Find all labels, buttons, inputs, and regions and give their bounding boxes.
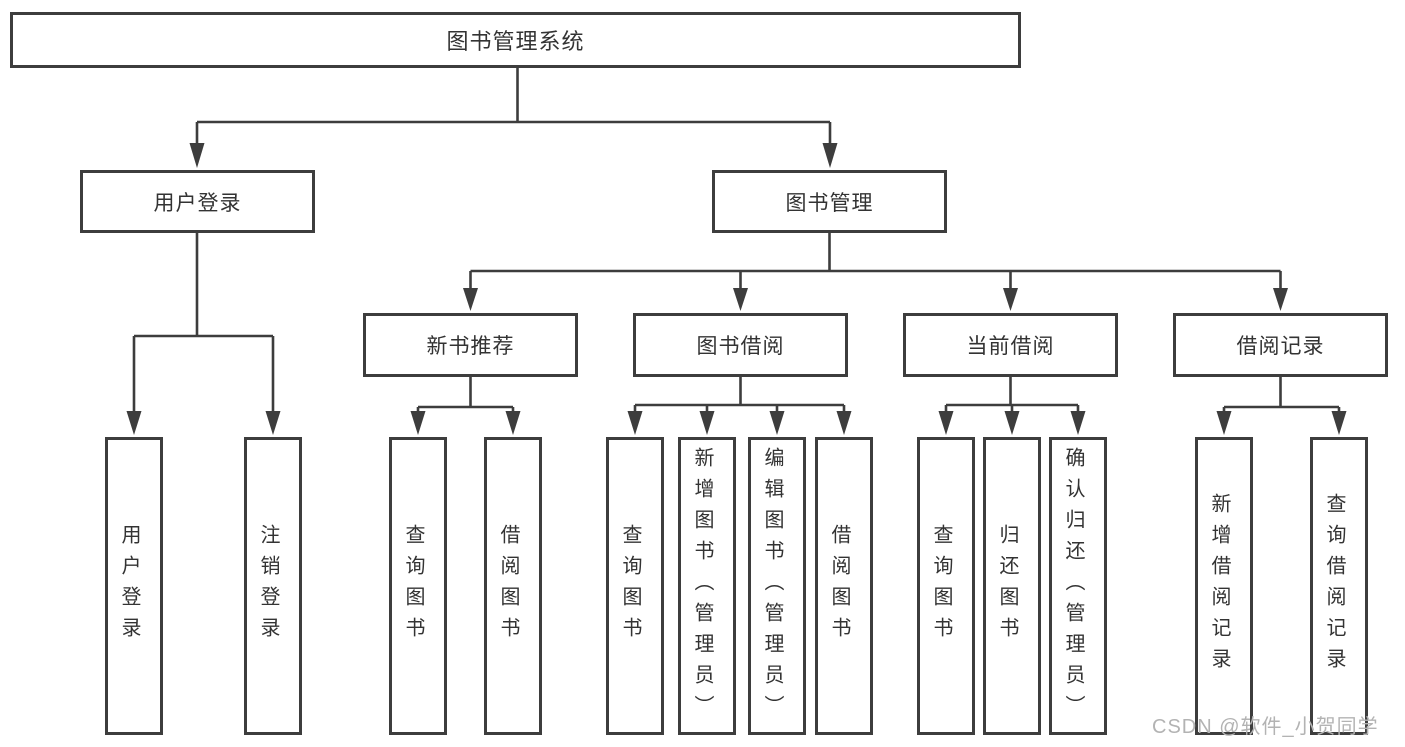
leaf-label: 查询借阅记录 xyxy=(1323,493,1345,679)
leaf-borrow-books-recommend: 借阅图书 xyxy=(484,437,542,735)
leaf-add-books-admin: 新增图书（管理员） xyxy=(678,437,736,735)
leaf-label: 注销登录 xyxy=(257,524,279,648)
leaf-label: 新增图书（管理员） xyxy=(691,446,713,726)
leaf-label: 用户登录 xyxy=(118,524,140,648)
leaf-add-borrow-record: 新增借阅记录 xyxy=(1195,437,1253,735)
leaf-user-login: 用户登录 xyxy=(105,437,163,735)
node-root-system: 图书管理系统 xyxy=(10,12,1021,68)
leaf-query-borrow-record: 查询借阅记录 xyxy=(1310,437,1368,735)
node-label: 借阅记录 xyxy=(1236,335,1325,358)
node-new-book-recommend: 新书推荐 xyxy=(363,313,578,377)
node-borrow-records: 借阅记录 xyxy=(1173,313,1388,377)
node-user-login: 用户登录 xyxy=(80,170,315,233)
leaf-label: 确认归还（管理员） xyxy=(1062,446,1084,726)
leaf-label: 查询图书 xyxy=(619,524,641,648)
leaf-query-books-current: 查询图书 xyxy=(917,437,975,735)
node-book-borrowing: 图书借阅 xyxy=(633,313,848,377)
node-label: 图书借阅 xyxy=(696,335,785,358)
node-current-borrowing: 当前借阅 xyxy=(903,313,1118,377)
leaf-label: 查询图书 xyxy=(402,524,424,648)
node-label: 图书管理系统 xyxy=(446,29,585,54)
leaf-logout: 注销登录 xyxy=(244,437,302,735)
leaf-return-books: 归还图书 xyxy=(983,437,1041,735)
leaf-borrow-books-borrowing: 借阅图书 xyxy=(815,437,873,735)
node-book-management: 图书管理 xyxy=(712,170,947,233)
leaf-query-books-borrowing: 查询图书 xyxy=(606,437,664,735)
csdn-watermark: CSDN @软件_小贺同学 xyxy=(1152,716,1379,738)
leaf-label: 借阅图书 xyxy=(828,524,850,648)
leaf-label: 查询图书 xyxy=(930,524,952,648)
node-label: 图书管理 xyxy=(785,191,874,215)
node-label: 新书推荐 xyxy=(426,335,515,358)
leaf-edit-books-admin: 编辑图书（管理员） xyxy=(748,437,806,735)
leaf-confirm-return-admin: 确认归还（管理员） xyxy=(1049,437,1107,735)
node-label: 当前借阅 xyxy=(966,335,1055,358)
node-label: 用户登录 xyxy=(153,191,242,215)
leaf-label: 新增借阅记录 xyxy=(1208,493,1230,679)
leaf-label: 归还图书 xyxy=(996,524,1018,648)
leaf-label: 编辑图书（管理员） xyxy=(761,446,783,726)
leaf-label: 借阅图书 xyxy=(497,524,519,648)
leaf-query-books-recommend: 查询图书 xyxy=(389,437,447,735)
